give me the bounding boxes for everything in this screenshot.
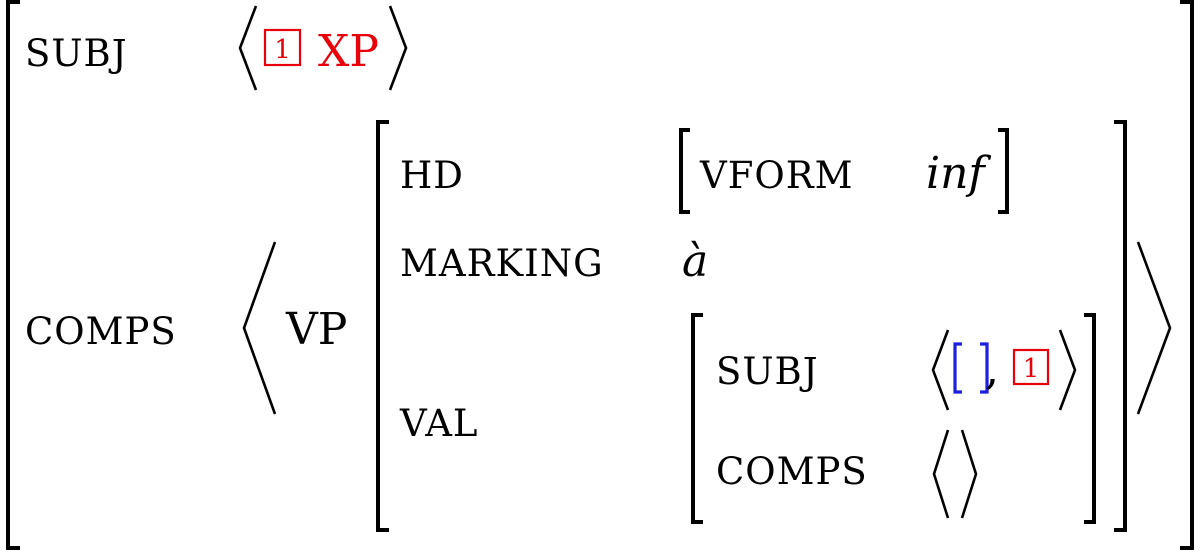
val-right-bracket [1084, 313, 1096, 524]
val-subj-comma: , [985, 344, 999, 395]
val-comps-left-angle [932, 429, 950, 519]
hd-label: HD [400, 154, 464, 197]
val-subj-left-angle [931, 329, 950, 411]
vp-right-bracket [1114, 120, 1127, 532]
empty-fs-right-bracket [980, 342, 989, 394]
vform-label: VFORM [699, 154, 853, 197]
outer-subj-tag: 1 [274, 35, 291, 65]
outer-comps-right-angle [1136, 241, 1172, 415]
vform-value: inf [926, 148, 991, 199]
outer-left-bracket [6, 0, 20, 550]
val-left-bracket [691, 313, 703, 524]
marking-value: à [682, 236, 708, 287]
outer-subj-left-angle [238, 5, 258, 91]
outer-subj-value: XP [318, 26, 379, 77]
outer-comps-left-angle [242, 241, 277, 415]
val-comps-label: COMPS [716, 450, 868, 493]
val-label: VAL [399, 402, 479, 445]
outer-subj-right-angle [388, 5, 408, 91]
outer-right-bracket [1180, 0, 1194, 550]
val-subj-tag: 1 [1023, 354, 1040, 384]
outer-comps-label: COMPS [25, 310, 177, 353]
val-subj-label: SUBJ [716, 350, 819, 393]
val-subj-right-angle [1058, 329, 1077, 411]
vform-left-bracket [679, 128, 690, 214]
val-subj-tag-box [1012, 348, 1050, 386]
empty-fs-left-bracket [953, 342, 962, 394]
val-comps-right-angle [960, 429, 978, 519]
outer-subj-label: SUBJ [25, 32, 128, 75]
marking-label: MARKING [400, 242, 604, 285]
outer-comps-category: VP [285, 304, 347, 355]
outer-subj-tag-box [263, 28, 302, 67]
vp-left-bracket [376, 120, 389, 532]
vform-right-bracket [998, 128, 1009, 214]
